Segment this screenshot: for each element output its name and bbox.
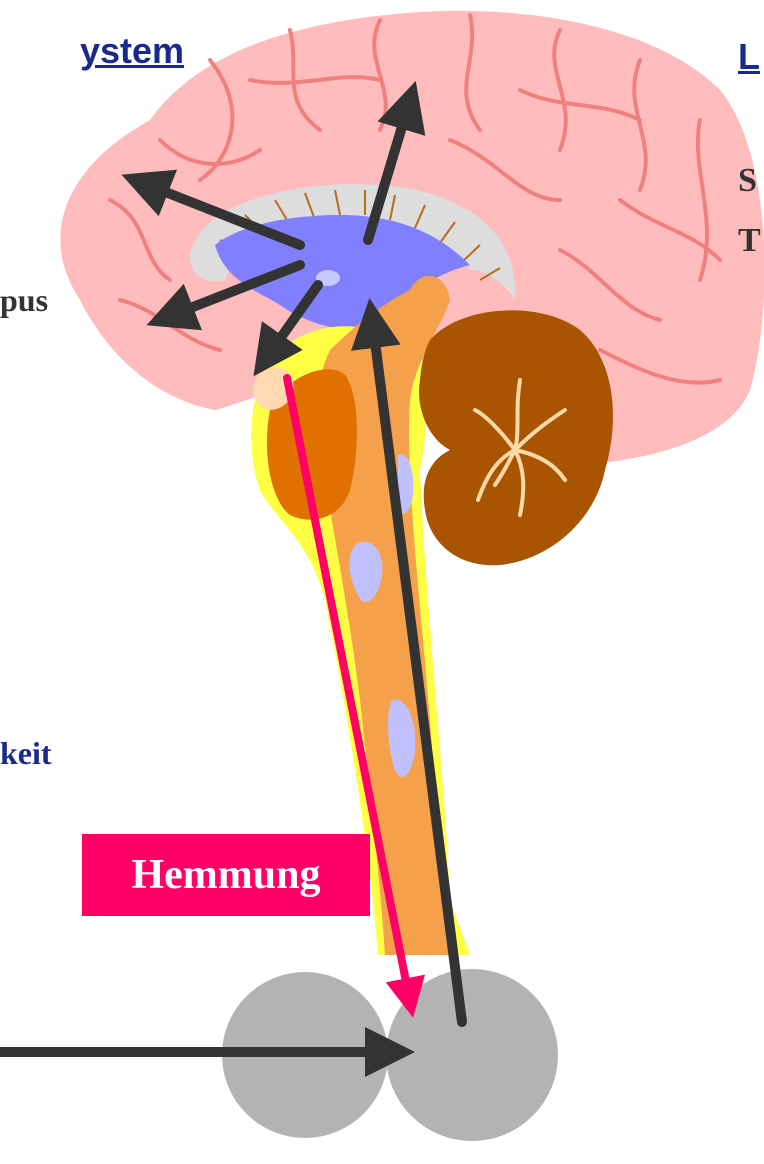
label-hippocampus-fragment: pus	[0, 282, 48, 319]
label-left-lower-fragment: keit	[0, 735, 52, 772]
inhibition-label-text: Hemmung	[132, 851, 321, 899]
header-right-title: L	[738, 36, 760, 78]
header-left-title: ystem	[80, 30, 184, 72]
label-right-line-1: S	[738, 162, 757, 200]
label-right-line-2: T	[738, 222, 761, 260]
inhibition-label-box: Hemmung	[82, 834, 370, 916]
